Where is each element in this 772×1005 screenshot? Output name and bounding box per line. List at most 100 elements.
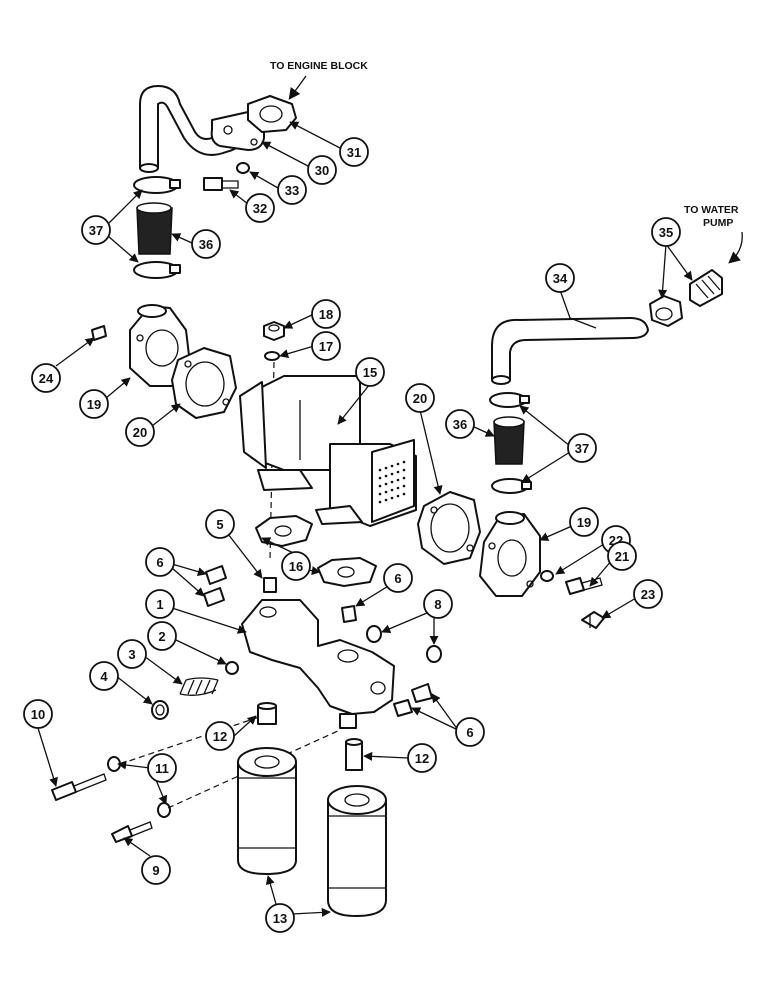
clamp-37-lower-right bbox=[491, 478, 532, 494]
filter-head-1 bbox=[241, 599, 395, 729]
svg-text:1: 1 bbox=[156, 597, 163, 612]
callout-6-right: 6 bbox=[455, 717, 485, 747]
washer-17 bbox=[264, 351, 280, 361]
svg-text:3: 3 bbox=[128, 647, 135, 662]
bolt-line-upper bbox=[119, 715, 263, 765]
caption-to-water: TO WATER bbox=[684, 204, 739, 216]
svg-text:20: 20 bbox=[133, 425, 147, 440]
svg-text:19: 19 bbox=[87, 397, 101, 412]
svg-text:6: 6 bbox=[156, 555, 163, 570]
callout-12-left: 12 bbox=[205, 721, 235, 751]
svg-text:21: 21 bbox=[615, 549, 629, 564]
svg-text:33: 33 bbox=[285, 183, 299, 198]
svg-text:35: 35 bbox=[659, 225, 673, 240]
callout-33: 33 bbox=[277, 175, 307, 205]
clamp-37-lower-left bbox=[133, 261, 181, 279]
gasket-20-right bbox=[417, 491, 481, 565]
callout-5: 5 bbox=[205, 509, 235, 539]
svg-text:32: 32 bbox=[253, 201, 267, 216]
callout-9: 9 bbox=[141, 855, 171, 885]
spring-3 bbox=[179, 677, 219, 696]
svg-text:17: 17 bbox=[319, 339, 333, 354]
bolt-10 bbox=[51, 773, 107, 801]
bolt-32 bbox=[203, 177, 239, 191]
callout-6-mid: 6 bbox=[383, 563, 413, 593]
callout-12-right: 12 bbox=[407, 743, 437, 773]
caption-pump: PUMP bbox=[703, 217, 733, 229]
callout-17: 17 bbox=[311, 331, 341, 361]
svg-text:12: 12 bbox=[415, 751, 429, 766]
plug-23 bbox=[581, 611, 605, 629]
callout-3: 3 bbox=[117, 639, 147, 669]
plug-4 bbox=[151, 700, 169, 720]
svg-text:2: 2 bbox=[158, 629, 165, 644]
svg-text:13: 13 bbox=[273, 911, 287, 926]
callout-20-right: 20 bbox=[405, 383, 435, 413]
lock-washer-33 bbox=[236, 162, 250, 174]
svg-text:23: 23 bbox=[641, 587, 655, 602]
gasket-16-upper bbox=[255, 515, 313, 547]
callout-37-left: 37 bbox=[81, 215, 111, 245]
hose-36-right bbox=[493, 416, 525, 465]
washer-11 bbox=[107, 756, 171, 818]
svg-text:34: 34 bbox=[553, 271, 568, 286]
fitting-6-mid bbox=[341, 605, 357, 623]
nut-18 bbox=[263, 321, 285, 341]
svg-text:37: 37 bbox=[575, 441, 589, 456]
svg-text:9: 9 bbox=[152, 863, 159, 878]
callout-23: 23 bbox=[633, 579, 663, 609]
fitting-12-left bbox=[257, 702, 277, 725]
bolt-21 bbox=[565, 577, 603, 595]
svg-text:6: 6 bbox=[394, 571, 401, 586]
water-pump-direction-arrow bbox=[728, 231, 743, 264]
caption-to-engine-block: TO ENGINE BLOCK bbox=[270, 60, 368, 72]
callout-36-right: 36 bbox=[445, 409, 475, 439]
callout-15: 15 bbox=[355, 357, 385, 387]
callout-6-left: 6 bbox=[145, 547, 175, 577]
svg-text:6: 6 bbox=[466, 725, 473, 740]
svg-text:20: 20 bbox=[413, 391, 427, 406]
oil-cooler-15 bbox=[239, 375, 417, 527]
svg-text:10: 10 bbox=[31, 707, 45, 722]
svg-text:4: 4 bbox=[100, 669, 108, 684]
callout-34: 34 bbox=[545, 263, 575, 293]
svg-text:5: 5 bbox=[216, 517, 223, 532]
gasket-20-left bbox=[171, 347, 237, 419]
callout-21: 21 bbox=[607, 541, 637, 571]
housing-19-right bbox=[479, 511, 541, 597]
callout-4: 4 bbox=[89, 661, 119, 691]
svg-text:37: 37 bbox=[89, 223, 103, 238]
svg-text:24: 24 bbox=[39, 371, 54, 386]
callout-31: 31 bbox=[339, 137, 369, 167]
callout-24: 24 bbox=[31, 363, 61, 393]
callout-1: 1 bbox=[145, 589, 175, 619]
bolt-9 bbox=[111, 821, 153, 843]
plug-24 bbox=[91, 325, 107, 341]
gasket-16-lower bbox=[317, 557, 377, 587]
fitting-6-left bbox=[203, 565, 227, 607]
callout-20-left: 20 bbox=[125, 417, 155, 447]
washer-22 bbox=[540, 570, 554, 582]
fitting-35 bbox=[689, 269, 723, 307]
leader-lines bbox=[37, 121, 693, 917]
housing-19-left bbox=[129, 304, 191, 387]
ball-2 bbox=[225, 661, 239, 675]
svg-text:11: 11 bbox=[155, 761, 169, 776]
filter-13-left bbox=[237, 747, 297, 875]
washer-8 bbox=[366, 625, 442, 663]
svg-text:12: 12 bbox=[213, 729, 227, 744]
svg-text:36: 36 bbox=[453, 417, 467, 432]
clamp-37-upper-right bbox=[489, 392, 530, 408]
callout-36-left: 36 bbox=[191, 229, 221, 259]
callout-13: 13 bbox=[265, 903, 295, 933]
callout-11: 11 bbox=[147, 753, 177, 783]
svg-text:30: 30 bbox=[315, 163, 329, 178]
callout-2: 2 bbox=[147, 621, 177, 651]
engine-block-direction-arrow bbox=[288, 75, 307, 100]
clamp-37-upper-left bbox=[133, 176, 181, 194]
svg-text:15: 15 bbox=[363, 365, 377, 380]
fitting-6-right bbox=[393, 683, 433, 717]
nut-35 bbox=[649, 295, 683, 327]
svg-text:36: 36 bbox=[199, 237, 213, 252]
